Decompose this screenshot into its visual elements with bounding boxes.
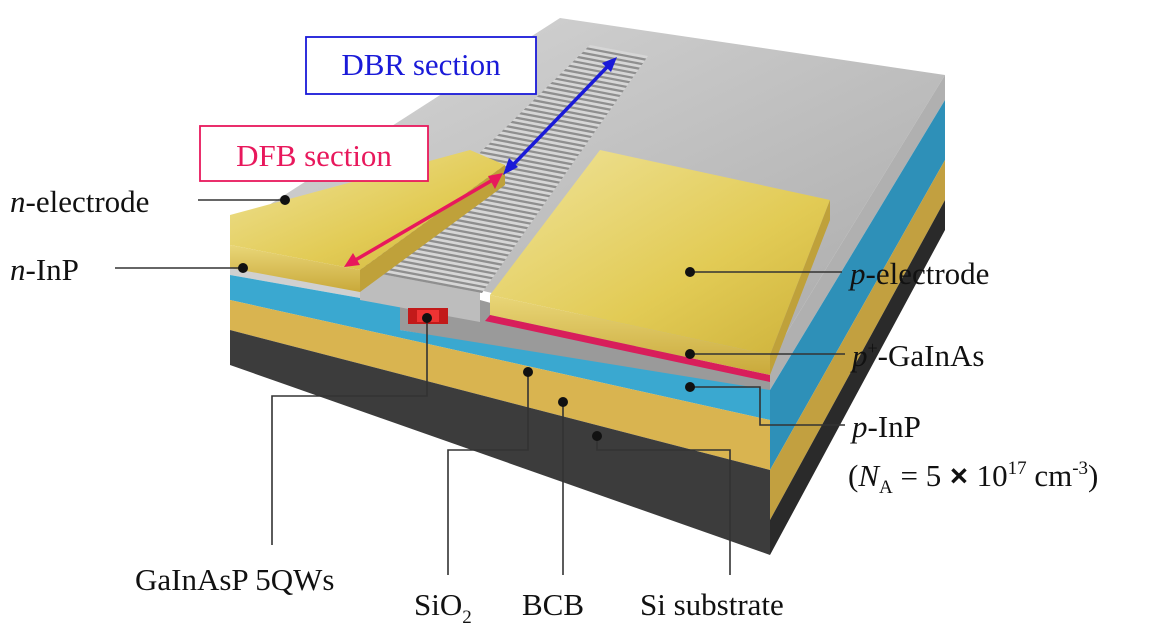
p-gainas-layer: [485, 315, 770, 382]
bcb-label: BCB: [522, 587, 584, 622]
p-electrode-label: p-electrode: [848, 256, 989, 291]
grating-tooth: [475, 155, 567, 175]
qw-callout: GaInAsP 5QWs: [135, 313, 432, 597]
bcb-layer: [230, 300, 770, 470]
dfb-arrowhead-start: [344, 253, 360, 267]
bcb-callout: BCB: [522, 397, 584, 622]
grating-tooth: [364, 263, 487, 289]
n-inp-callout: n-InP: [10, 252, 248, 287]
grating-tooth: [497, 133, 583, 152]
grating-tooth: [523, 108, 602, 125]
sio2-layer: [230, 275, 770, 420]
si-substrate-callout: Si substrate: [592, 431, 784, 622]
n-electrode-callout: n-electrode: [10, 184, 290, 219]
dbr-arrowhead-start: [503, 158, 518, 175]
p-gainas-label: p+-GaInAs: [850, 338, 984, 373]
dbr-arrowhead-end: [602, 57, 617, 72]
grating-tooth: [506, 125, 589, 143]
dbr-label: DBR section: [341, 47, 501, 82]
grating-tooth: [510, 120, 592, 138]
sio2-callout: SiO2: [414, 367, 533, 627]
p-inp-label: p-InP: [850, 409, 921, 444]
device-body: [230, 18, 945, 555]
n-inp-label: n-InP: [10, 252, 79, 287]
p-gainas-callout: p+-GaInAs: [685, 338, 984, 373]
p-electrode-block: [485, 150, 830, 382]
grating-tooth: [488, 142, 576, 161]
grating-tooth: [373, 255, 493, 280]
grating-tooth: [501, 129, 586, 148]
p-inp-callout: p-InP (NA = 5 × 1017 cm-3): [685, 382, 1098, 498]
ridge-front: [360, 270, 480, 322]
grating-tooth: [360, 268, 484, 293]
grating-tooth: [514, 116, 596, 134]
grating-tooth: [519, 112, 599, 129]
dfb-label-box: [199, 125, 429, 182]
dbr-label-box: [305, 36, 537, 95]
dfb-indicator: DFB section: [199, 125, 503, 267]
grating-tooth: [368, 259, 490, 284]
si-substrate-label: Si substrate: [640, 587, 784, 622]
grating-tooth: [581, 51, 644, 66]
grating-tooth: [585, 47, 647, 61]
si-substrate-layer: [230, 330, 770, 555]
grating-tooth: [479, 151, 570, 170]
p-electrode-callout: p-electrode: [685, 256, 989, 291]
dfb-arrowhead-end: [488, 173, 503, 189]
right-side-face: [770, 75, 945, 555]
p-inp-front: [400, 300, 770, 395]
n-electrode-label: n-electrode: [10, 184, 149, 219]
dbr-indicator: DBR section: [305, 36, 617, 175]
grating-tooth: [492, 138, 580, 157]
sio2-label: SiO2: [414, 587, 472, 627]
grating-tooth: [483, 146, 573, 166]
n-electrode-block: [230, 150, 505, 292]
doping-label: (NA = 5 × 1017 cm-3): [848, 458, 1098, 498]
dfb-label: DFB section: [236, 138, 392, 173]
qw-label: GaInAsP 5QWs: [135, 562, 334, 597]
